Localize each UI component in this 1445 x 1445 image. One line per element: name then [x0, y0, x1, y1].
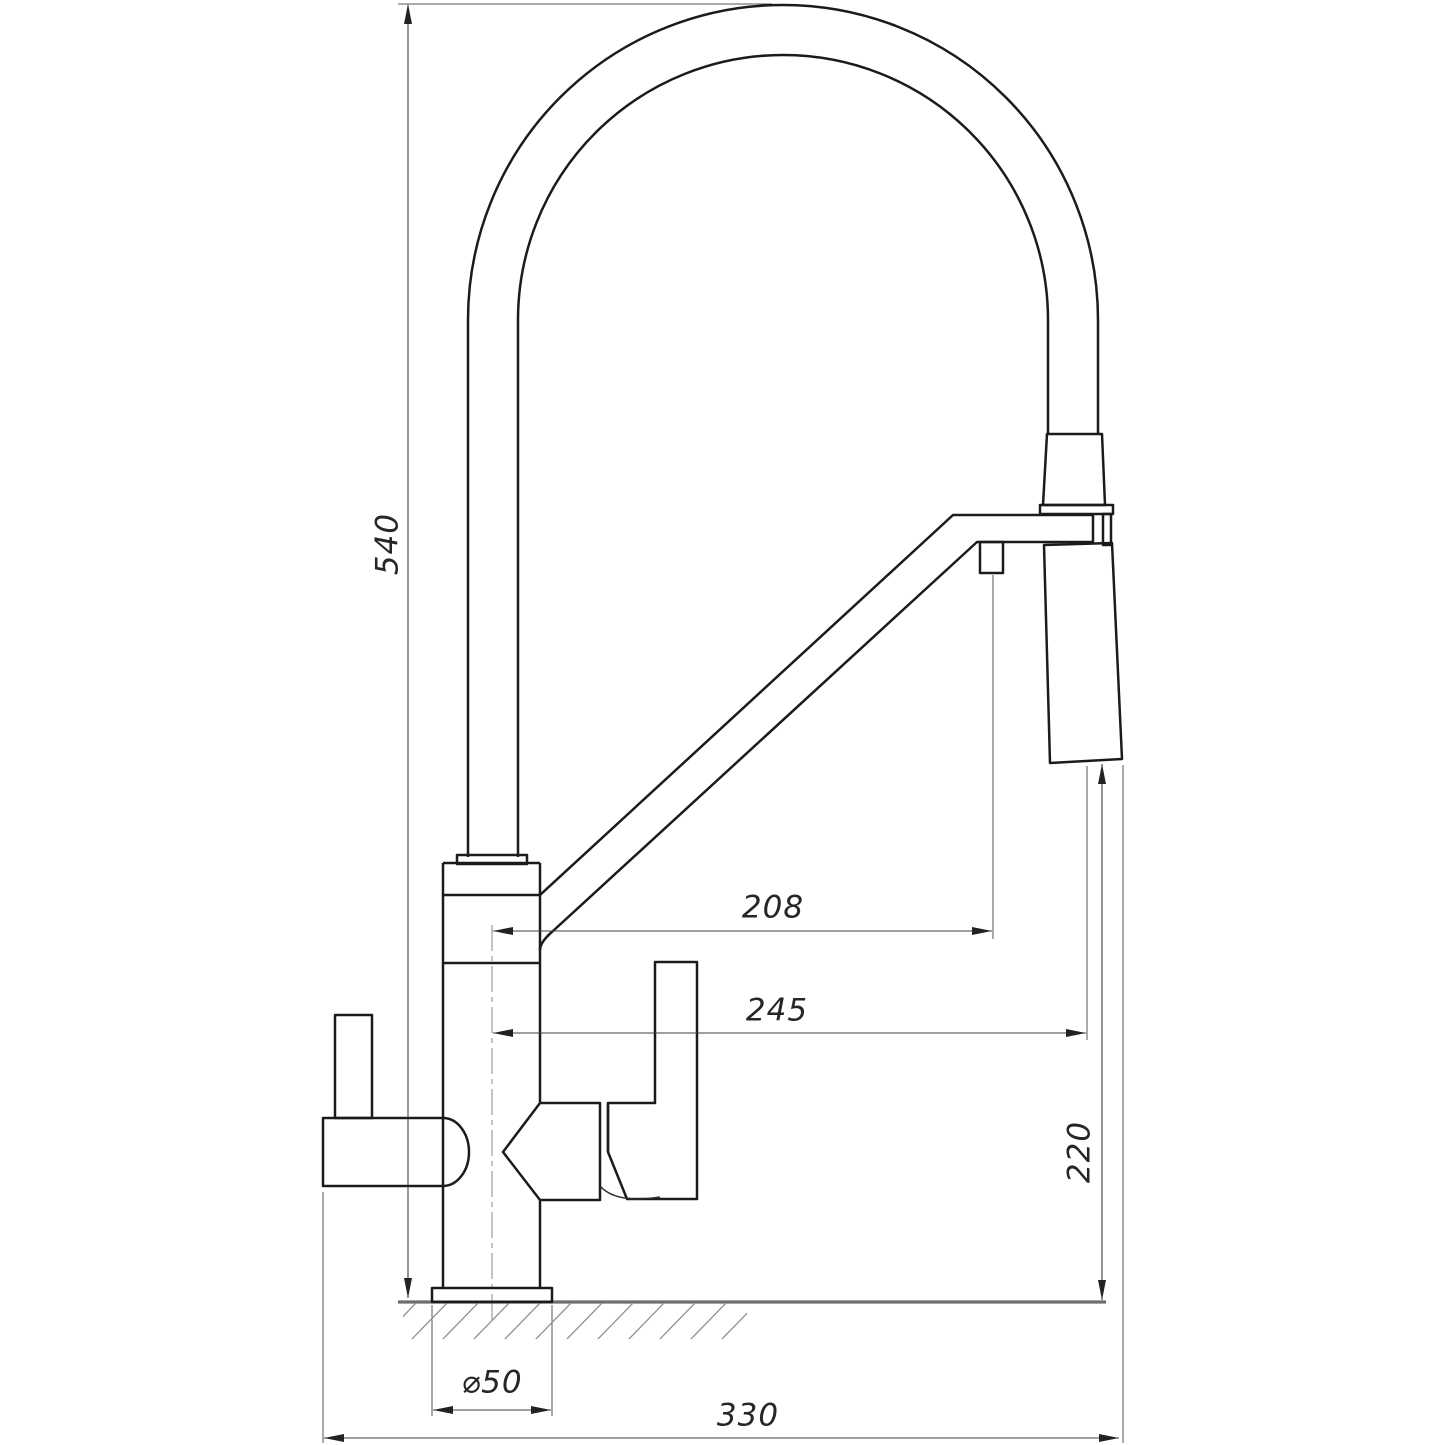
dim-label-spray-clearance: 220 — [1061, 1120, 1098, 1184]
aerator-nozzle — [978, 540, 1005, 575]
dim-label-total-height: 540 — [369, 512, 406, 576]
spray-head — [1042, 541, 1124, 765]
dimension-arrowheads — [324, 4, 1119, 1442]
hose-collar — [1041, 432, 1107, 507]
base-flange — [430, 1286, 554, 1304]
dim-label-spray-reach: 245 — [745, 992, 809, 1029]
dim-label-total-reach: 330 — [716, 1397, 780, 1434]
dim-label-spout-reach: 208 — [741, 889, 805, 926]
lever-swing-arc — [599, 1185, 661, 1200]
extension-lines — [322, 3, 1124, 1443]
dim-label-base-diameter: ⌀50 — [461, 1364, 523, 1401]
filter-handle — [321, 1013, 471, 1188]
spout-arc-inner — [516, 53, 1050, 857]
valve-cartridge-cap — [501, 1101, 602, 1202]
mixer-lever-handle — [606, 960, 699, 1201]
spray-head-assembly — [1038, 432, 1124, 765]
faucet-body — [441, 861, 542, 1288]
mounting-surface-hatch — [403, 1303, 747, 1339]
head-flange-plate — [1038, 503, 1115, 516]
head-neck — [1101, 512, 1113, 547]
spout-arc-outer — [466, 3, 1100, 857]
spray-holder-arm — [538, 513, 1095, 951]
